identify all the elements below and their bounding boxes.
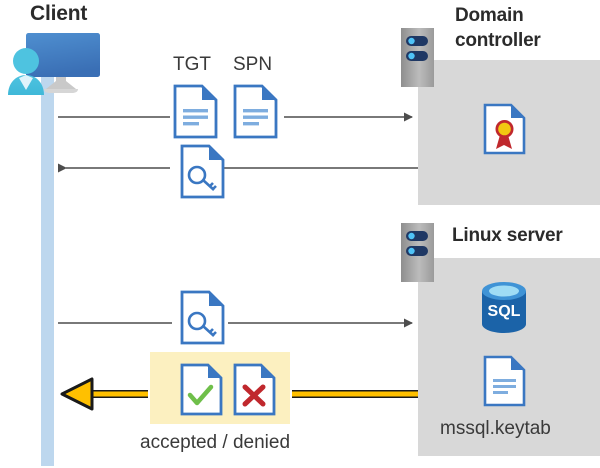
client-title: Client (30, 2, 88, 25)
denied-document-icon (233, 363, 276, 416)
user-computer-icon (8, 33, 100, 95)
client-lifeline (41, 68, 54, 466)
tgt-document-icon (173, 84, 218, 139)
sql-database-icon: SQL (482, 282, 526, 333)
key-document-icon (180, 144, 225, 199)
spn-document-icon (233, 84, 278, 139)
linux-server-title: Linux server (452, 225, 563, 246)
keytab-document-icon (483, 355, 526, 407)
accepted-document-icon (180, 363, 223, 416)
accepted-denied-label: accepted / denied (140, 432, 291, 453)
key-document-icon (180, 290, 225, 345)
sql-label: SQL (488, 303, 521, 320)
server-rack-icon (401, 223, 434, 282)
tgt-label: TGT (173, 54, 211, 75)
server-rack-icon (401, 28, 434, 87)
spn-label: SPN (233, 54, 273, 75)
arrow-auth-result (60, 377, 418, 411)
domain-controller-title: Domain controller (455, 3, 595, 53)
certificate-document-icon (483, 103, 526, 155)
keytab-filename-label: mssql.keytab (440, 418, 551, 439)
dc-title-line1: Domain (455, 5, 524, 26)
dc-title-line2: controller (455, 30, 541, 51)
